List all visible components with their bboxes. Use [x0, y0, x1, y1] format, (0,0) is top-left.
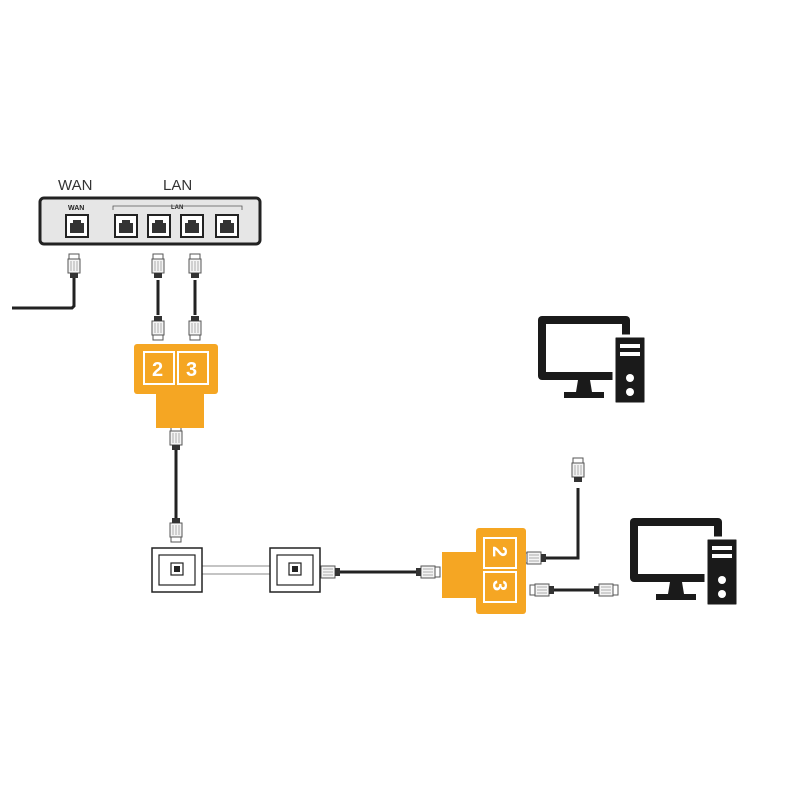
lan-plug-a-top-icon: [151, 253, 165, 279]
wan-port-icon: [65, 214, 89, 238]
computer-2-icon: [628, 516, 740, 608]
splitter-top: 2 3: [134, 344, 218, 428]
trunk-plug-bottom-icon: [169, 517, 183, 543]
cables: [12, 278, 596, 592]
lan-port-3-icon: [180, 214, 204, 238]
wall-jack-left-icon: [151, 547, 203, 593]
lan-plug-b-top-icon: [188, 253, 202, 279]
pc1-plug-icon: [571, 457, 585, 483]
wan-cable: [12, 278, 76, 310]
pc2-splitter-plug-icon: [529, 583, 555, 597]
splitter-top-port-2: 3: [186, 359, 197, 381]
lan-port-2-icon: [147, 214, 171, 238]
plugs: [67, 253, 619, 597]
wan-plug-icon: [67, 253, 81, 279]
lan-port-4-icon: [215, 214, 239, 238]
patch-plug-right-icon: [415, 565, 441, 579]
splitter-top-port-1: 2: [152, 359, 163, 381]
lan-port-label: LAN: [171, 205, 183, 211]
lan-plug-b-bottom-icon: [188, 315, 202, 341]
trunk-plug-top-icon: [169, 425, 183, 451]
splitter-bottom-port-2: 3: [488, 580, 510, 591]
pc1-cable: [544, 488, 580, 560]
splitter-bottom: 2 3: [442, 528, 526, 614]
lan-plug-a-bottom-icon: [151, 315, 165, 341]
wall-jack-right-icon: [269, 547, 321, 593]
splitter-bottom-port-1: 2: [488, 546, 510, 557]
lan-port-1-icon: [114, 214, 138, 238]
wan-port-label: WAN: [68, 205, 84, 212]
router: WAN LAN WAN LAN: [38, 177, 262, 246]
computer-1-icon: [536, 314, 648, 406]
router-wan-label: WAN: [58, 177, 92, 194]
wall-link: [201, 565, 271, 575]
router-lan-label: LAN: [163, 177, 192, 194]
pc2-plug-icon: [593, 583, 619, 597]
